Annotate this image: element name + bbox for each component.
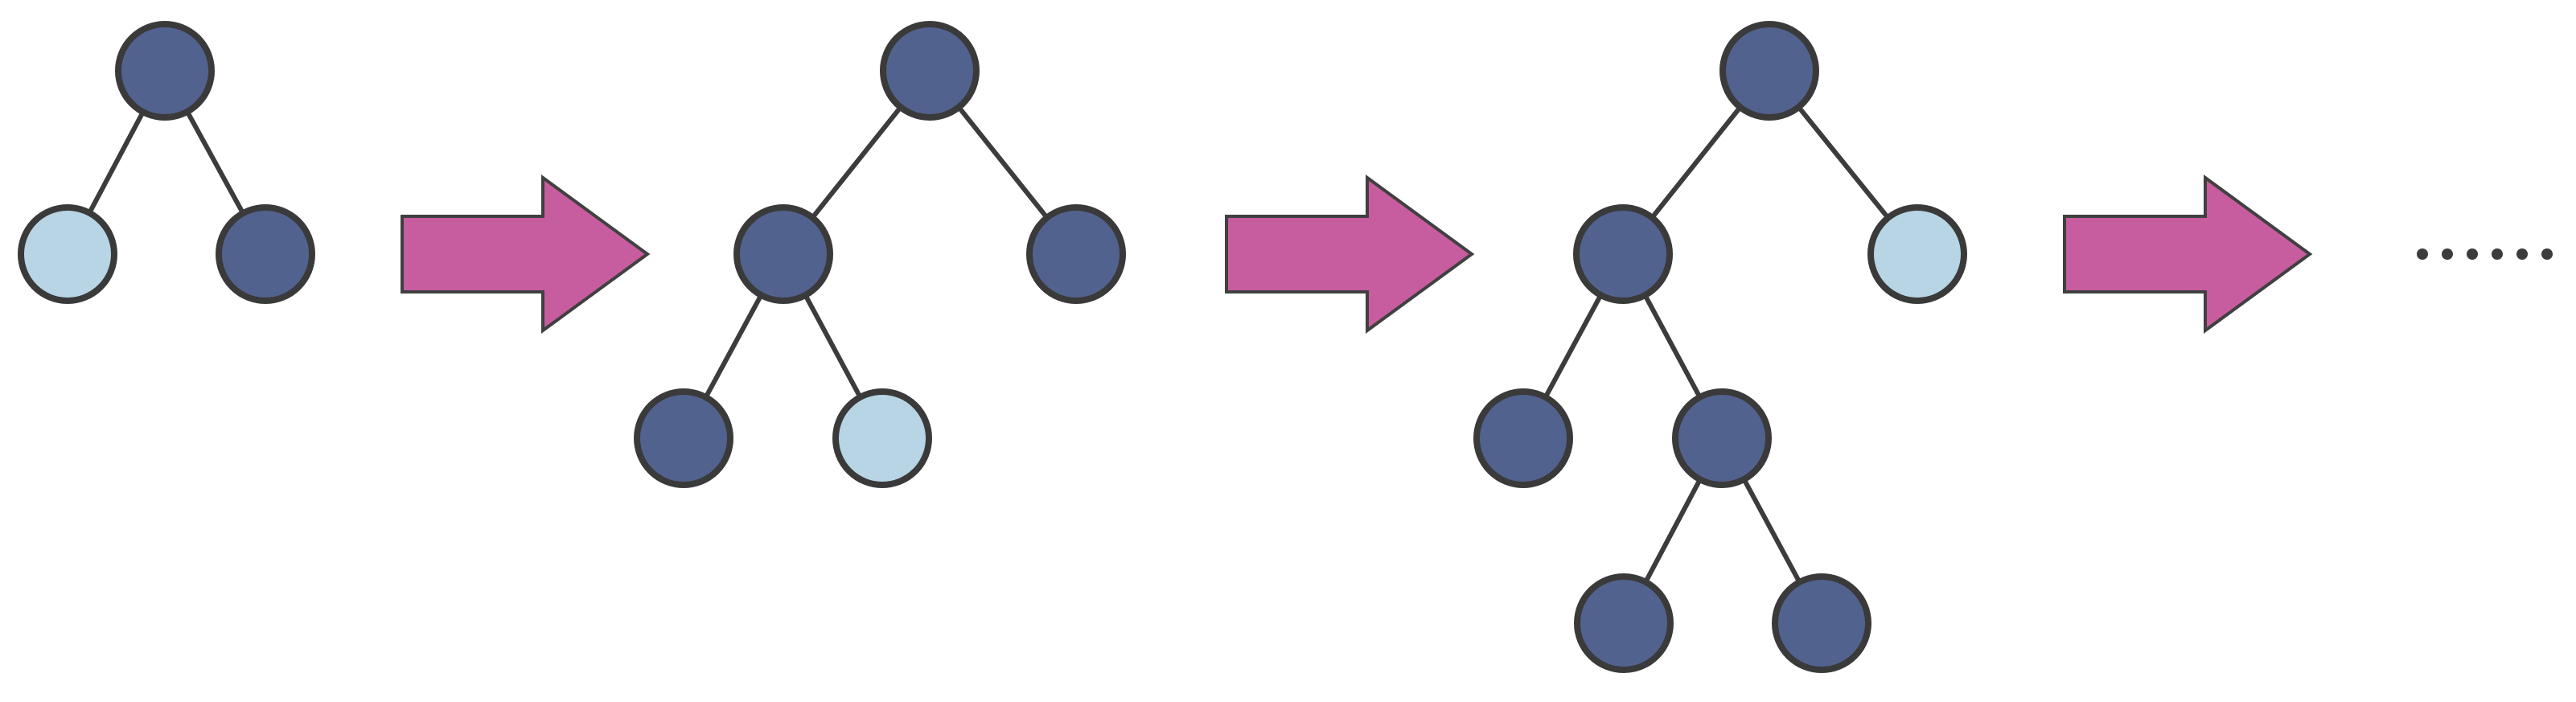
leaf-node xyxy=(832,388,932,488)
expanded-node xyxy=(216,204,315,304)
ellipsis-dot xyxy=(2442,248,2453,260)
expanded-node xyxy=(115,21,215,121)
expanded-node xyxy=(1574,573,1674,673)
ellipsis-dot xyxy=(2541,248,2553,260)
expanded-node xyxy=(1026,204,1126,304)
arrows-group xyxy=(401,174,2313,334)
ellipsis-dot xyxy=(2492,248,2503,260)
expanded-node xyxy=(1772,573,1871,673)
right-arrow-icon xyxy=(1225,174,1475,334)
ellipsis-dot xyxy=(2417,248,2428,260)
ellipsis-dot xyxy=(2467,248,2478,260)
leaf-node xyxy=(1867,204,1967,304)
ellipsis-icon xyxy=(2417,248,2553,260)
expanded-node xyxy=(733,204,833,304)
right-arrow-icon xyxy=(401,174,651,334)
tree-stage-2 xyxy=(634,21,1126,488)
expanded-node xyxy=(1672,388,1772,488)
ellipsis-dot xyxy=(2516,248,2528,260)
expanded-node xyxy=(1573,204,1673,304)
expanded-node xyxy=(1719,21,1819,121)
expanded-node xyxy=(880,21,980,121)
trees-group xyxy=(18,21,1967,673)
tree-stage-3 xyxy=(1473,21,1967,673)
right-arrow-icon xyxy=(2063,174,2313,334)
expanded-node xyxy=(1473,388,1573,488)
leaf-node xyxy=(18,204,117,304)
expanded-node xyxy=(634,388,733,488)
tree-stage-1 xyxy=(18,21,315,304)
